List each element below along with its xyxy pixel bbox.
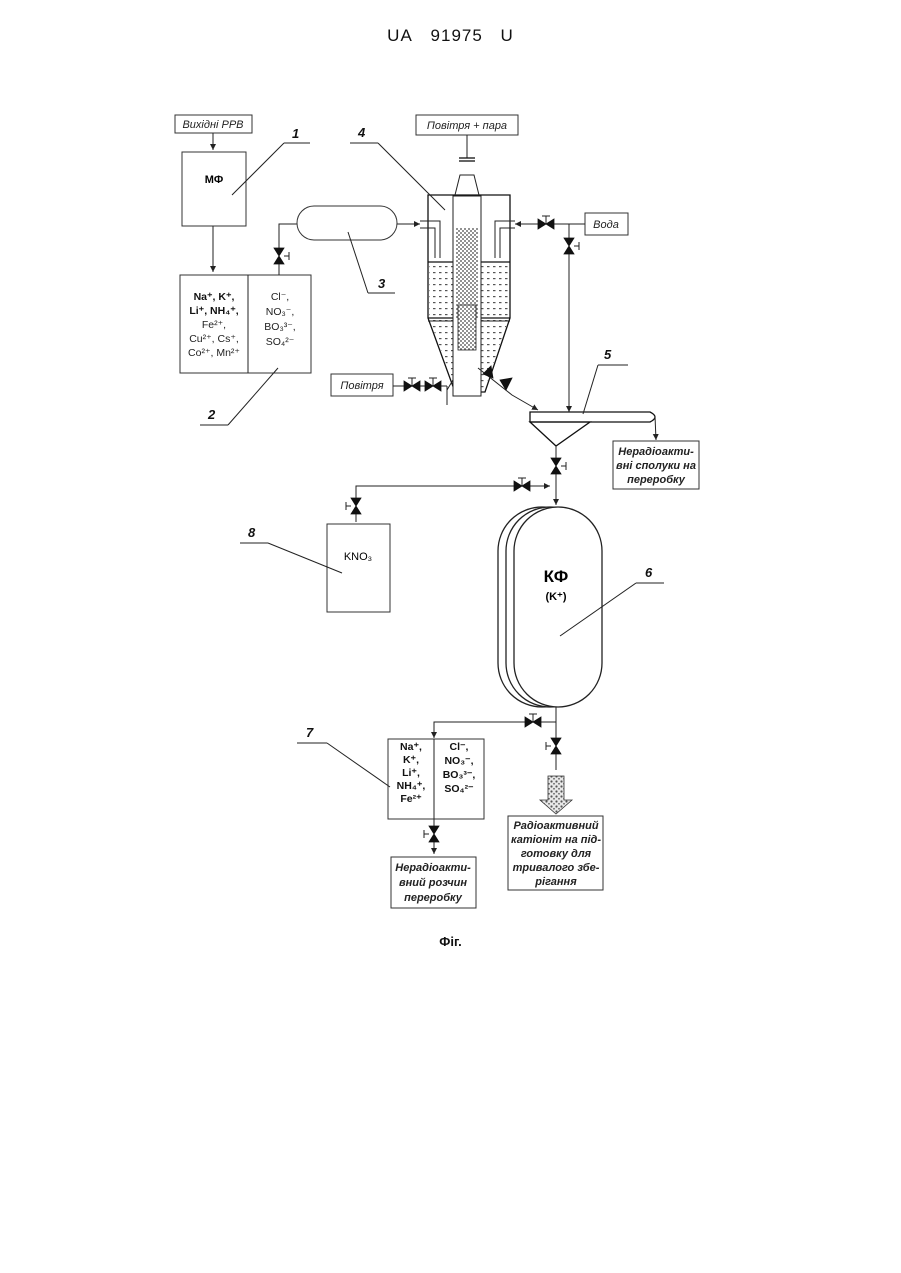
valve-kno3-1 [346, 498, 361, 514]
ref-number: 2 [207, 407, 216, 422]
nonrad-compounds-line: переробку [627, 474, 686, 486]
flotation-column-4 [420, 175, 515, 405]
nonrad-solution-line: Нерадіоакти- [395, 862, 471, 874]
air-steam-label: Повітря + пара [427, 120, 507, 132]
tank7-cation-line: Fe²⁺ [400, 793, 422, 805]
cationite-granules-arrow [540, 776, 572, 814]
rad-cationite-line: тривалого збе- [513, 862, 600, 874]
nonrad-compounds-line: Нерадіоакти- [618, 446, 694, 458]
tank7-anion-line: BO₃³⁻, [443, 769, 476, 781]
tank2-anion-line: BO₃³⁻, [264, 321, 295, 333]
ref-number: 1 [292, 126, 299, 141]
vessel-3 [297, 206, 397, 240]
valve-water-down [564, 238, 579, 254]
tank7-anion-line: SO₄²⁻ [444, 783, 474, 795]
tank2-cation-line: Fe²⁺, [202, 319, 226, 331]
valve-tank2-out [274, 248, 289, 264]
tank2-anion-line: Cl⁻, [271, 291, 289, 303]
tank7-cation-line: K⁺, [403, 754, 419, 766]
tank7-cation-line: Na⁺, [400, 741, 422, 753]
ref-4: 4 [350, 125, 445, 210]
figure-caption: Фіг. [0, 934, 901, 949]
rad-cationite-line: катіоніт на під- [511, 834, 601, 846]
air-box: Повітря [331, 374, 393, 396]
rad-cationite-line: готовку для [521, 848, 592, 860]
ref-7: 7 [297, 725, 390, 787]
ref-number: 6 [645, 565, 653, 580]
flow-separator-to-nonrad [655, 416, 656, 440]
valve-water-in [538, 216, 554, 229]
mf-label: МФ [205, 174, 224, 186]
rad-cationite-line: рігання [534, 876, 577, 888]
valve-air-1 [404, 378, 420, 391]
tank7-anion-line: NO₃⁻, [444, 755, 473, 767]
valve-tank7-out [424, 826, 439, 842]
tank2-cation-line: Li⁺, NH₄⁺, [189, 305, 238, 317]
nonrad-compounds-line: вні сполуки на [616, 460, 696, 472]
ref-number: 7 [306, 725, 314, 740]
ref-5: 5 [583, 347, 628, 414]
air-label: Повітря [340, 380, 383, 392]
ref-3: 3 [348, 232, 395, 293]
source-rrv-box: Вихідні РРВ [175, 115, 252, 133]
air-steam-box: Повітря + пара [416, 115, 518, 135]
water-label: Вода [593, 219, 619, 231]
ref-number: 8 [248, 525, 256, 540]
tank2-anion-line: SO₄²⁻ [266, 336, 295, 348]
valve-kno3-2 [514, 478, 530, 491]
tank2-cation-line: Na⁺, K⁺, [194, 291, 235, 303]
source-rrv-label: Вихідні РРВ [182, 119, 243, 131]
tank7-cation-line: NH₄⁺, [397, 780, 426, 792]
valve-separator-out [551, 458, 566, 474]
valve-kf-left [525, 714, 541, 727]
kf-column-6: КФ (K⁺) [498, 507, 602, 707]
valve-kf-down [546, 738, 561, 754]
nonrad-solution-line: вний розчин [399, 877, 467, 889]
tank7-anion-line: Cl⁻, [450, 741, 469, 753]
ref-number: 4 [357, 125, 366, 140]
mf-filter-box: МФ [182, 152, 246, 226]
kno3-label: KNO₃ [344, 551, 372, 563]
ref-number: 5 [604, 347, 612, 362]
ref-number: 3 [378, 276, 386, 291]
rad-cationite-line: Радіоактивний [513, 820, 598, 832]
nonrad-solution-box: Нерадіоакти- вний розчин переробку [391, 857, 476, 908]
kf-ion-label: (K⁺) [545, 591, 566, 603]
nonrad-compounds-box: Нерадіоакти- вні сполуки на переробку [613, 441, 699, 489]
water-box: Вода [585, 213, 628, 235]
tank2-cation-line: Co²⁺, Mn²⁺ [188, 347, 240, 359]
nonrad-solution-line: переробку [404, 892, 463, 904]
tank2-anion-line: NO₃⁻, [266, 306, 295, 318]
ref-2: 2 [200, 368, 278, 425]
kf-label: КФ [544, 567, 569, 586]
tank2-cation-line: Cu²⁺, Cs⁺, [189, 333, 239, 345]
valve-air-2 [425, 378, 441, 391]
tank7-cation-line: Li⁺, [402, 767, 420, 779]
rad-cationite-box: Радіоактивний катіоніт на під- готовку д… [508, 816, 603, 890]
kno3-tank-8: KNO₃ [327, 524, 390, 612]
